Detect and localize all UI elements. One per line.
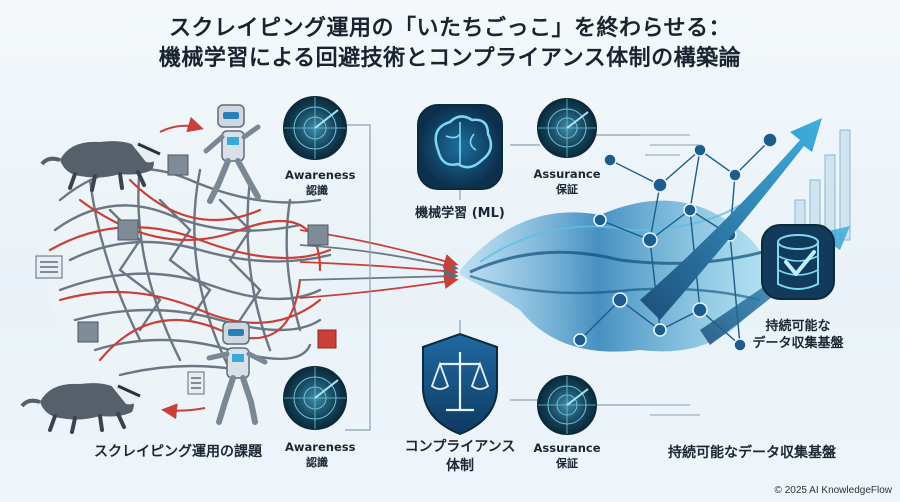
compliance-line-2: 体制 xyxy=(446,458,474,474)
sustainable-line-2: データ収集基盤 xyxy=(752,336,844,351)
radar-icon xyxy=(537,375,597,435)
assurance-bottom-jp: 保証 xyxy=(556,457,578,470)
robot-icon xyxy=(203,104,261,204)
assurance-label-bottom: Assurance 保証 xyxy=(533,441,601,471)
badger-icon xyxy=(40,141,161,192)
data-cube-icon xyxy=(167,154,189,176)
radar-icon xyxy=(537,98,597,158)
assurance-label-top: Assurance 保証 xyxy=(533,167,601,197)
data-cube-icon xyxy=(77,321,99,343)
title-line-2: 機械学習による回避技術とコンプライアンス体制の構築論 xyxy=(158,46,742,71)
sustainable-bottom-label: 持続可能なデータ収集基盤 xyxy=(668,445,836,461)
page-title: スクレイピング運用の「いたちごっこ」を終わらせる： 機械学習による回避技術とコン… xyxy=(0,14,900,74)
scraping-issue-label: スクレイピング運用の課題 xyxy=(94,444,262,460)
sustainable-line-1: 持続可能な xyxy=(765,319,831,334)
decor-lines xyxy=(640,134,700,416)
awareness-bottom-en: Awareness xyxy=(285,440,356,454)
assurance-top-jp: 保証 xyxy=(556,183,578,196)
awareness-top-jp: 認識 xyxy=(306,184,328,197)
flow-lines xyxy=(299,229,459,299)
assurance-bottom-en: Assurance xyxy=(533,441,601,455)
assurance-top-en: Assurance xyxy=(533,167,601,181)
awareness-label-top: Awareness 認識 xyxy=(285,168,356,198)
compliance-label: コンプライアンス 体制 xyxy=(396,438,524,476)
ml-label: 機械学習 (ML) xyxy=(415,206,505,221)
awareness-label-bottom: Awareness 認識 xyxy=(285,440,356,470)
document-icon xyxy=(187,371,205,395)
sustainable-label: 持続可能な データ収集基盤 xyxy=(742,318,854,352)
awareness-bottom-jp: 認識 xyxy=(306,456,328,469)
data-cube-icon xyxy=(307,224,329,246)
chase-arrow-top xyxy=(159,116,204,133)
title-line-1: スクレイピング運用の「いたちごっこ」を終わらせる： xyxy=(168,16,732,41)
database-check-icon xyxy=(761,224,835,300)
document-icon xyxy=(35,255,63,279)
robot-icon xyxy=(206,321,268,425)
data-cube-icon xyxy=(317,329,337,349)
radar-icon xyxy=(283,366,347,430)
compliance-line-1: コンプライアンス xyxy=(404,439,516,455)
chase-arrow-bottom xyxy=(161,403,206,420)
radar-icon xyxy=(283,96,347,160)
data-cube-icon xyxy=(117,219,139,241)
badger-icon xyxy=(20,383,141,434)
brain-icon xyxy=(417,104,503,190)
shield-scales-icon xyxy=(422,332,498,436)
awareness-top-en: Awareness xyxy=(285,168,356,182)
copyright-notice: © 2025 AI KnowledgeFlow xyxy=(774,485,892,496)
data-flow-stream xyxy=(460,200,771,352)
